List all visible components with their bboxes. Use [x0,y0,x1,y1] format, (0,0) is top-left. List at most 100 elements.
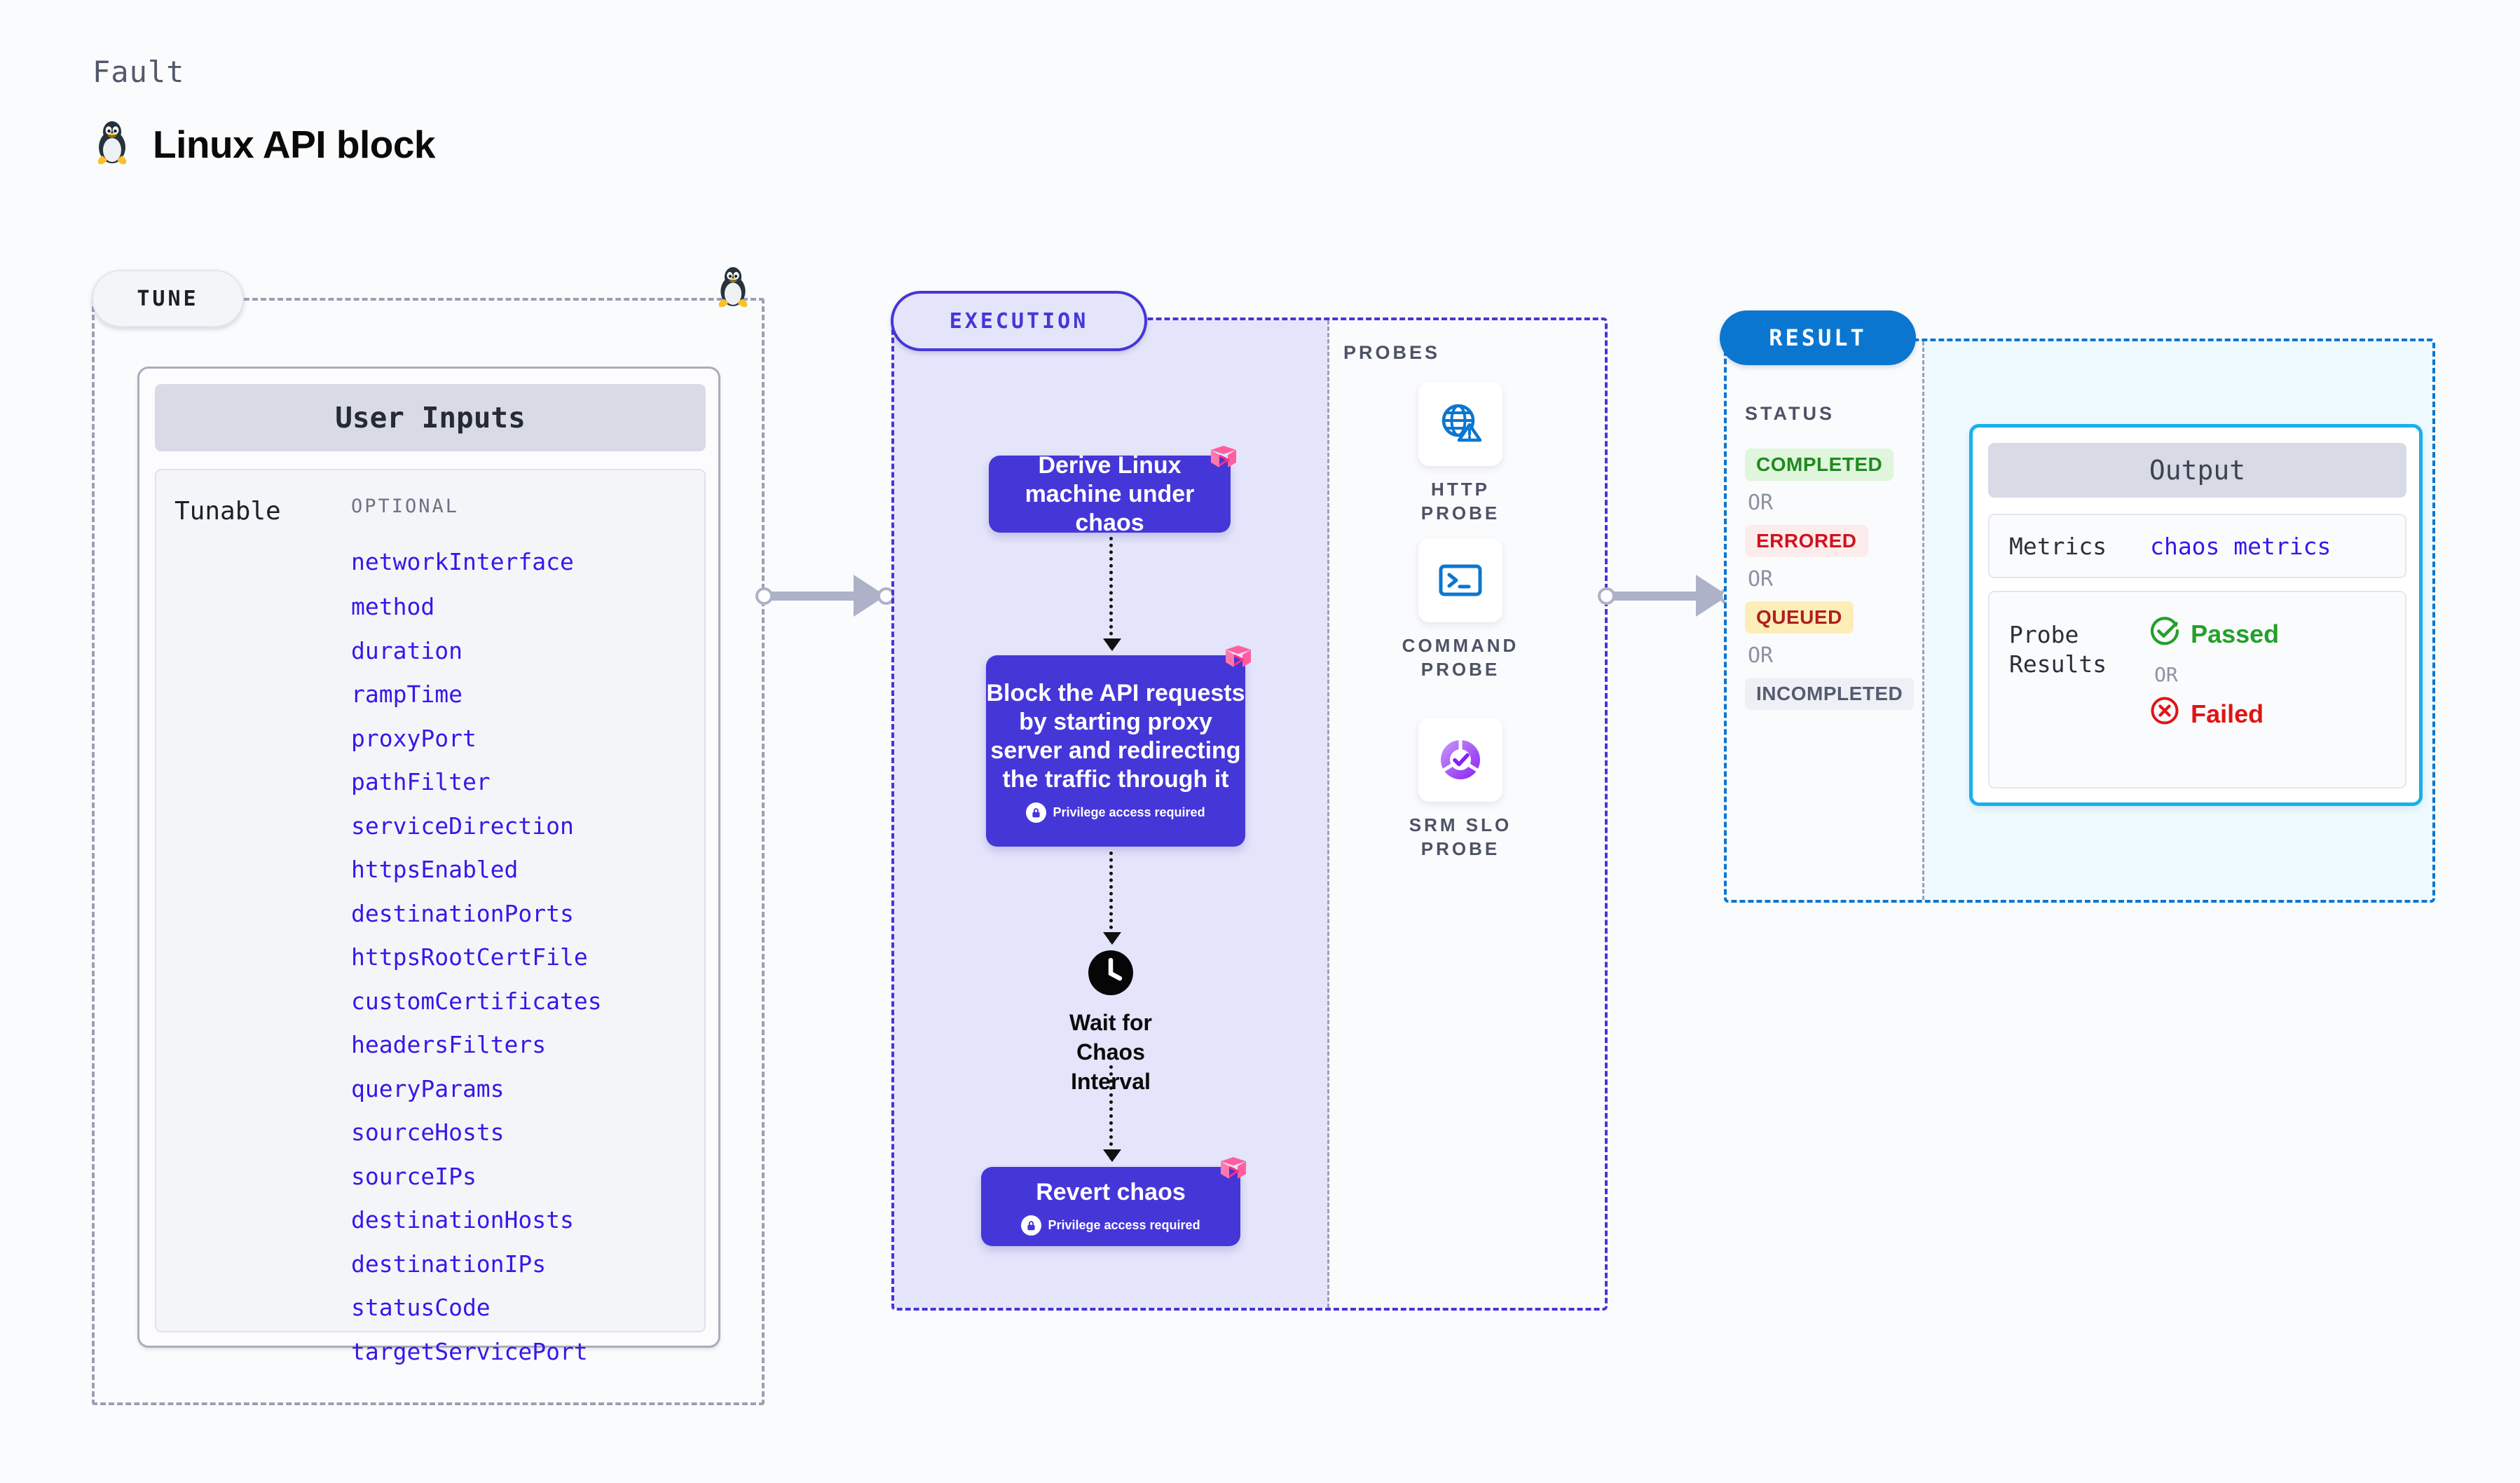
user-inputs-title: User Inputs [155,384,706,451]
privilege-badge-label: Privilege access required [1053,805,1205,819]
tunable-parameter[interactable]: destinationHosts [351,1206,574,1233]
x-circle-icon [2150,696,2179,732]
harness-logo-icon [1210,444,1238,476]
tunable-parameter[interactable]: sourceIPs [351,1162,477,1190]
tunable-parameter[interactable]: serviceDirection [351,812,574,840]
tune-section-border [92,298,765,1405]
connector-block-to-wait [1103,852,1121,945]
probe-result-failed-label: Failed [2191,699,2264,728]
status-badge: COMPLETED [1745,449,1894,481]
connector-derive-to-block [1103,537,1121,651]
globe-alert-icon [1418,382,1502,466]
tunable-parameter[interactable]: networkInterface [351,548,574,575]
connector-wait-to-revert [1103,1065,1121,1162]
tunable-parameter[interactable]: queryParams [351,1074,505,1102]
execution-node-label: Derive Linux machine under chaos [1025,451,1195,536]
status-or-label: OR [1748,567,1774,592]
status-or-label: OR [1748,643,1774,668]
lock-icon [1021,1215,1042,1236]
privilege-badge: Privilege access required [1026,802,1205,823]
probe-label: SRM SLO PROBE [1409,814,1512,859]
status-badge-row: ERRORED [1745,525,1906,557]
probe-label: HTTP PROBE [1420,479,1500,524]
status-badge-row: INCOMPLETED [1745,678,1915,710]
status-badge-list: COMPLETED OR ERRORED OR QUEUED OR INCOMPLETED [1745,449,1915,710]
connector-tune-to-execution [755,575,896,617]
execution-section-border [891,317,1608,1311]
metrics-key-label: Metrics [2009,532,2107,560]
probe-label: COMMAND PROBE [1402,635,1519,680]
tunable-parameter[interactable]: headersFilters [351,1031,547,1058]
tunable-parameter[interactable]: duration [351,636,463,664]
tunable-parameter[interactable]: httpsRootCertFile [351,943,588,971]
probe-results-key-label: Probe Results [2009,621,2107,678]
status-badge-row: QUEUED [1745,601,1906,634]
tunable-label: Tunable [174,497,281,526]
tux-penguin-icon [93,119,132,169]
probe-result-passed-label: Passed [2191,619,2280,648]
execution-node-label: Block the API requests by starting proxy… [986,680,1245,793]
probes-section-label: PROBES [1343,342,1441,363]
page-title: Linux API block [153,122,436,166]
output-card-title: Output [1988,443,2406,498]
connector-execution-to-result [1598,575,1738,617]
harness-logo-icon [1224,644,1252,676]
status-badge: INCOMPLETED [1745,678,1915,710]
privilege-badge: Privilege access required [1021,1215,1200,1236]
execution-section-pill[interactable]: EXECUTION [891,291,1147,351]
privilege-badge-label: Privilege access required [1048,1217,1200,1232]
page-title-row: Linux API block [93,119,436,169]
probes-pane-background [1329,320,1605,1308]
user-inputs-card: User Inputs Tunable OPTIONAL networkInte… [137,367,720,1365]
check-circle-icon [2150,616,2179,652]
terminal-icon [1418,538,1502,622]
probe-results-row: Probe Results Passed OR [1988,591,2406,788]
tunable-parameter[interactable]: customCertificates [351,987,602,1015]
probe-item-srm-slo[interactable]: SRM SLO PROBE [1390,718,1531,861]
probe-item-http[interactable]: HTTP PROBE [1390,382,1531,525]
tunable-parameter[interactable]: sourceHosts [351,1119,505,1146]
tunable-parameter[interactable]: destinationPorts [351,899,574,927]
probe-item-command[interactable]: COMMAND PROBE [1390,538,1531,681]
wait-node-label: Wait for Chaos Interval [1069,1010,1152,1094]
result-section-border [1724,339,2435,903]
lock-icon [1026,802,1047,823]
tunable-parameter[interactable]: proxyPort [351,724,477,752]
clock-icon [1088,950,1134,999]
status-or-label: OR [1748,491,1774,515]
tunable-parameter[interactable]: pathFilter [351,768,491,795]
status-column-title: STATUS [1745,403,1835,424]
tunable-parameter[interactable]: targetServicePort [351,1337,588,1365]
metrics-value-link[interactable]: chaos metrics [2150,532,2331,560]
tunable-panel: Tunable OPTIONAL networkInterface method d… [155,469,706,1365]
fault-eyebrow-label: Fault [93,55,185,89]
probe-results-values: Passed OR Failed [2150,616,2279,732]
tunable-parameter[interactable]: rampTime [351,681,463,708]
probe-result-passed: Passed [2150,616,2279,652]
probe-result-failed: Failed [2150,696,2279,732]
execution-node-label: Revert chaos [1036,1178,1186,1205]
status-badge: ERRORED [1745,525,1868,557]
optional-label: OPTIONAL [351,496,460,517]
srm-slo-icon [1418,718,1502,802]
status-badge-row: COMPLETED [1745,449,1906,481]
probe-result-or-label: OR [2154,663,2178,686]
tunable-parameter-list: networkInterface method duration rampTime pr… [351,539,701,1374]
tunable-parameter[interactable]: statusCode [351,1294,491,1321]
execution-node-derive[interactable]: Derive Linux machine under chaos [989,446,1236,536]
execution-node-revert[interactable]: Revert chaos Privilege access required [981,1157,1246,1246]
tunable-parameter[interactable]: destinationIPs [351,1250,547,1278]
tune-section-pill[interactable]: TUNE [92,270,244,327]
tux-penguin-icon [715,265,751,312]
tunable-parameter[interactable]: httpsEnabled [351,856,519,883]
result-panes-divider [1922,341,1924,900]
execution-probes-divider [1327,320,1329,1308]
output-card: Output Metrics chaos metrics Probe Resul… [1969,424,2423,806]
execution-node-wait[interactable]: Wait for Chaos Interval [1044,950,1177,1096]
status-badge: QUEUED [1745,601,1854,634]
tunable-parameter[interactable]: method [351,593,435,620]
harness-logo-icon [1219,1156,1247,1187]
metrics-row: Metrics chaos metrics [1988,514,2406,578]
execution-node-block-api[interactable]: Block the API requests by starting proxy… [986,645,1251,847]
result-section-pill[interactable]: RESULT [1720,310,1916,365]
